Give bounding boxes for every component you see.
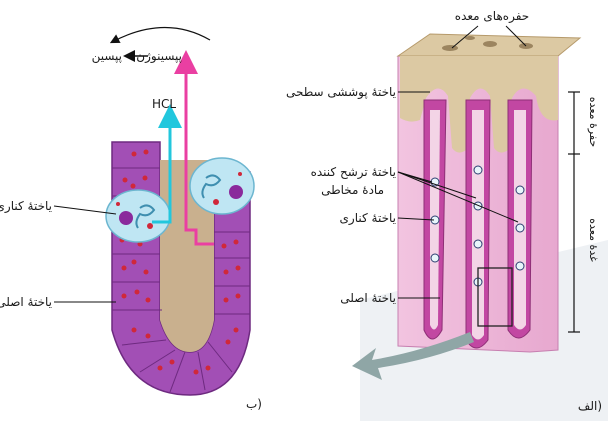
- chief-cell-label-a: یاختهٔ اصلی: [340, 291, 396, 305]
- mucus-cell-label-1: یاختهٔ ترشح کننده: [311, 165, 396, 180]
- curved-arrow: [112, 27, 210, 42]
- parietal-cell-label: یاختهٔ کناری: [0, 199, 52, 214]
- chief-cell-label: یاختهٔ اصلی: [0, 295, 52, 309]
- gastric-pits-label: حفره‌های معده: [455, 9, 529, 24]
- hcl-label: HCL: [152, 97, 176, 111]
- panel-a-label: الف): [578, 399, 602, 413]
- parietal-cell-label-a: یاختهٔ کناری: [340, 211, 396, 226]
- parietal-cell-left: [106, 190, 170, 242]
- pepsin-label: پپسین: [92, 49, 122, 64]
- panel-b: پپسینوژن پپسین HCL یاختهٔ کناری یاختهٔ ا…: [0, 27, 262, 411]
- side-gland-label: غدهٔ معده: [587, 218, 600, 262]
- panel-b-label: ب): [246, 397, 262, 411]
- side-pit-label: حفرهٔ معده: [587, 97, 600, 147]
- panel-a: حفره‌های معده یاختهٔ پوششی سطحی یاختهٔ ت…: [286, 9, 608, 421]
- surface-epithelial-label: یاختهٔ پوششی سطحی: [286, 85, 396, 100]
- parietal-cell-right: [190, 158, 254, 214]
- mucus-cell-label-2: مادهٔ مخاطی: [321, 183, 384, 197]
